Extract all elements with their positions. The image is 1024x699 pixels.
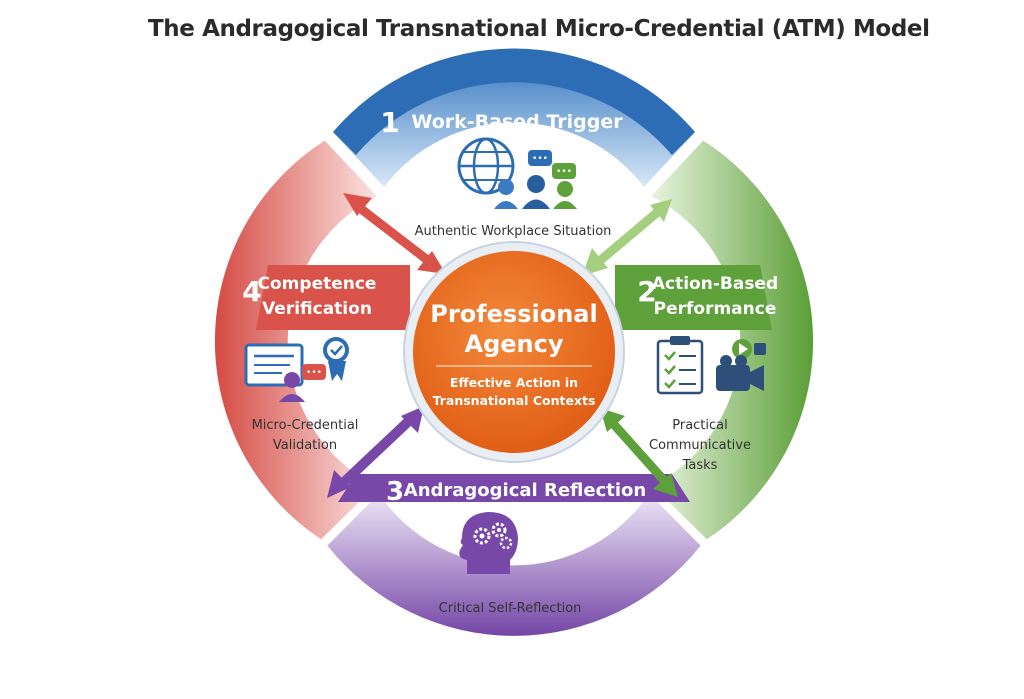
stage2-title-line2: Performance xyxy=(654,299,777,319)
segment-action-based-performance xyxy=(651,140,814,540)
arrow-green-purple xyxy=(600,408,678,497)
stage2-caption-line2: Communicative xyxy=(649,438,751,453)
head-gears-icon xyxy=(459,512,518,574)
stage3-number: 3 xyxy=(386,477,404,507)
band-purple xyxy=(338,474,690,502)
stage2-caption-line1: Practical xyxy=(672,418,728,433)
center-title-line2: Agency xyxy=(465,330,564,358)
stage2-caption-line3: Tasks xyxy=(682,458,718,473)
segment-competence-verification xyxy=(214,140,377,540)
band-red xyxy=(256,265,410,330)
diagram-title: The Andragogical Transnational Micro-Cre… xyxy=(148,16,930,42)
arrow-purple-red xyxy=(327,406,424,498)
stage4-title-line2: Verification xyxy=(262,299,372,319)
stage3-title: Andragogical Reflection xyxy=(404,480,646,501)
stage1-caption: Authentic Workplace Situation xyxy=(415,224,612,239)
band-blue xyxy=(333,48,695,155)
svg-text:•••: ••• xyxy=(556,167,572,177)
stage3-caption: Critical Self-Reflection xyxy=(439,601,582,616)
checklist-video-icon xyxy=(656,336,766,395)
center-subtitle-line2: Transnational Contexts xyxy=(433,393,596,408)
center-circle xyxy=(413,251,615,453)
center-subtitle-line1: Effective Action in xyxy=(450,375,578,390)
svg-text:•••: ••• xyxy=(306,368,322,378)
stage2-number: 2 xyxy=(637,275,656,308)
stage4-number: 4 xyxy=(242,275,261,308)
stage2-title-line1: Action-Based xyxy=(652,274,778,294)
stage4-caption-line2: Validation xyxy=(273,438,337,453)
segment-andragogical-reflection xyxy=(327,493,701,636)
stage4-caption-line1: Micro-Credential xyxy=(252,418,359,433)
globe-people-chat-icon: ••• ••• xyxy=(457,137,577,209)
arrow-blue-green xyxy=(582,199,672,276)
stage1-title: Work-Based Trigger xyxy=(411,111,623,133)
arrow-red-blue xyxy=(343,193,446,274)
stage4-title-line1: Competence xyxy=(258,274,377,294)
center-title-line1: Professional xyxy=(430,300,597,328)
svg-text:•••: ••• xyxy=(532,154,548,164)
stage1-number: 1 xyxy=(380,106,399,139)
band-green xyxy=(615,265,772,330)
certificate-badge-icon: ••• xyxy=(244,337,349,402)
